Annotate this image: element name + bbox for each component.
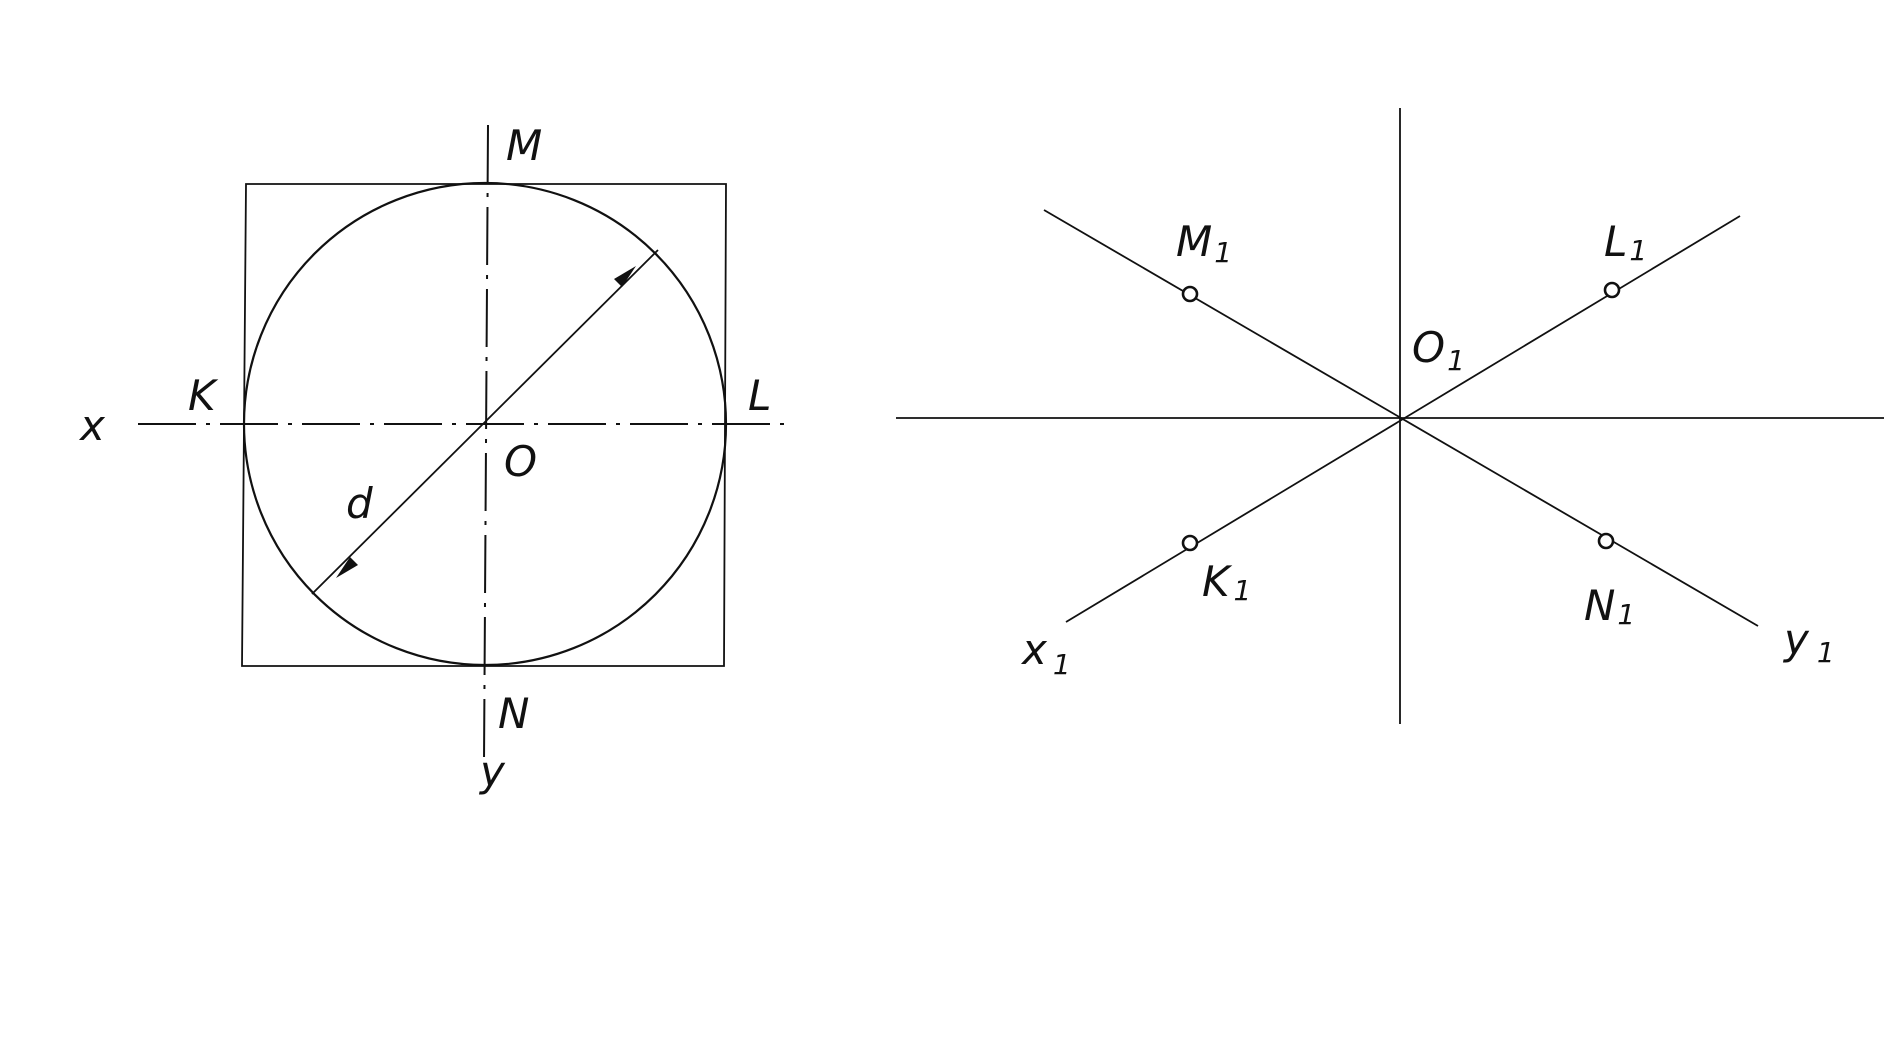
label-O1-main: O bbox=[1412, 323, 1445, 372]
label-N: N bbox=[498, 689, 529, 738]
bounding-square bbox=[241, 183, 727, 667]
label-N1-sub: 1 bbox=[1617, 598, 1635, 631]
point-N1 bbox=[1597, 532, 1615, 550]
label-M1-sub: 1 bbox=[1214, 236, 1232, 269]
label-L1-sub: 1 bbox=[1629, 234, 1647, 267]
arrowhead-lower bbox=[336, 557, 358, 578]
label-y: y bbox=[478, 747, 506, 796]
label-O: O bbox=[504, 437, 537, 486]
label-L1: L1 bbox=[1604, 217, 1647, 267]
label-x1-main: x bbox=[1020, 625, 1048, 674]
label-K1-sub: 1 bbox=[1234, 574, 1252, 607]
label-N1-main: N bbox=[1584, 581, 1615, 630]
label-x: x bbox=[78, 401, 106, 450]
label-M1: M1 bbox=[1176, 217, 1232, 269]
label-M1-main: M bbox=[1176, 217, 1212, 266]
y1-axis bbox=[1043, 209, 1759, 627]
arrowhead-upper bbox=[614, 266, 636, 287]
left-figure: M N y K L x O d bbox=[78, 121, 790, 796]
y-axis bbox=[483, 124, 489, 763]
label-O1-sub: 1 bbox=[1447, 344, 1465, 377]
point-K1 bbox=[1181, 534, 1199, 552]
label-N1: N1 bbox=[1584, 581, 1635, 631]
label-L1-main: L bbox=[1604, 217, 1627, 266]
point-M1 bbox=[1181, 285, 1199, 303]
label-L: L bbox=[748, 371, 771, 420]
diameter-line bbox=[311, 249, 659, 595]
label-O1: O1 bbox=[1412, 323, 1465, 377]
label-y1-sub: 1 bbox=[1817, 636, 1835, 669]
label-K: K bbox=[188, 371, 219, 420]
point-L1 bbox=[1603, 281, 1621, 299]
label-x1-sub: 1 bbox=[1053, 648, 1071, 681]
label-K1-main: K bbox=[1202, 557, 1233, 606]
label-d: d bbox=[346, 479, 373, 528]
label-M: M bbox=[506, 121, 542, 170]
label-y1-main: y bbox=[1782, 615, 1810, 664]
